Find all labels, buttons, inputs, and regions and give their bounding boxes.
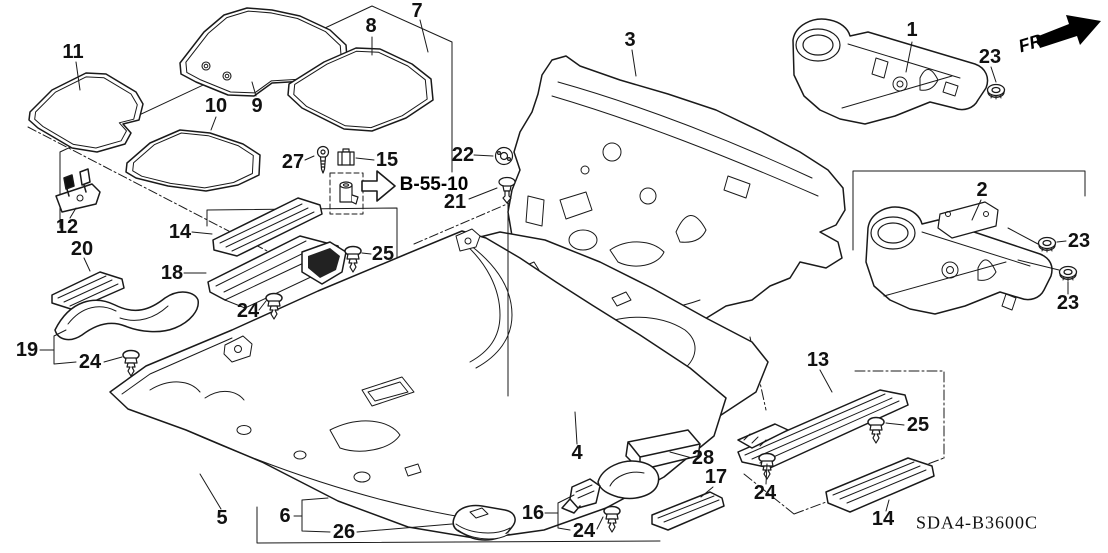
diagram-code: SDA4-B3600C bbox=[915, 512, 1039, 533]
ref-clip-icon bbox=[339, 181, 359, 205]
kick-garnish-19 bbox=[54, 291, 199, 341]
grommet-23a-icon bbox=[986, 83, 1006, 100]
ref-arrow-icon bbox=[361, 170, 396, 202]
part-label-20: 20 bbox=[70, 238, 94, 260]
sill-garnishes bbox=[51, 168, 935, 541]
grommet-23c-icon bbox=[1058, 265, 1078, 282]
sill-13-end bbox=[737, 423, 789, 449]
part-label-7: 7 bbox=[411, 0, 423, 22]
part-label-22: 22 bbox=[451, 144, 475, 166]
part-label-8: 8 bbox=[365, 15, 377, 37]
part-label-23-c: 23 bbox=[1056, 292, 1080, 314]
part-label-25-a: 25 bbox=[371, 243, 395, 265]
part-label-14-a: 14 bbox=[168, 221, 192, 243]
trim-strip-17 bbox=[651, 491, 725, 531]
step-garnish-14-rear bbox=[825, 457, 935, 513]
fr-arrow-icon bbox=[1036, 15, 1101, 48]
part-label-13: 13 bbox=[806, 349, 830, 371]
rear-panel-1 bbox=[792, 18, 989, 125]
clip-24c-icon bbox=[603, 505, 621, 533]
part-label-15: 15 bbox=[375, 149, 399, 171]
part-label-24-d: 24 bbox=[753, 482, 777, 504]
part-label-27: 27 bbox=[281, 151, 305, 173]
clip-22-icon bbox=[494, 146, 514, 166]
part-label-3: 3 bbox=[624, 29, 636, 51]
leader-lines bbox=[39, 19, 1069, 533]
part-label-24-c: 24 bbox=[572, 520, 596, 542]
clip-25a-icon bbox=[344, 245, 362, 273]
part-label-26: 26 bbox=[332, 521, 356, 543]
part-label-9: 9 bbox=[251, 95, 263, 117]
part-label-28: 28 bbox=[691, 447, 715, 469]
part-label-11: 11 bbox=[62, 41, 84, 63]
clip-25b-icon bbox=[867, 416, 885, 444]
part-label-18: 18 bbox=[160, 262, 184, 284]
part-label-5: 5 bbox=[216, 507, 228, 529]
part-label-12: 12 bbox=[55, 216, 79, 238]
foot-pad-26 bbox=[452, 504, 516, 541]
floor-carpet bbox=[109, 228, 727, 540]
part-label-25-b: 25 bbox=[906, 414, 930, 436]
part-label-21: 21 bbox=[443, 191, 467, 213]
part-label-23-b: 23 bbox=[1067, 230, 1091, 252]
screw-27-icon bbox=[316, 145, 330, 174]
part-label-14-b: 14 bbox=[871, 508, 895, 530]
part-label-6: 6 bbox=[279, 505, 291, 527]
duct-16 bbox=[561, 460, 660, 514]
part-label-17: 17 bbox=[704, 466, 728, 488]
part-label-10: 10 bbox=[204, 95, 228, 117]
grommet-23b-icon bbox=[1037, 236, 1057, 253]
part-label-1: 1 bbox=[906, 19, 918, 41]
floor-mat-set bbox=[28, 7, 434, 192]
ref-code-label: B-55-10 bbox=[399, 174, 469, 195]
spacer-block-28 bbox=[625, 429, 701, 471]
part-label-2: 2 bbox=[976, 179, 988, 201]
part-label-16: 16 bbox=[521, 502, 545, 524]
part-label-24-b: 24 bbox=[78, 351, 102, 373]
part-label-23-a: 23 bbox=[978, 46, 1002, 68]
part-label-24-a: 24 bbox=[236, 300, 260, 322]
part-label-19: 19 bbox=[15, 339, 39, 361]
rear-panel-2 bbox=[865, 201, 1053, 315]
bracket-12-hooks bbox=[63, 174, 75, 190]
part-label-4: 4 bbox=[571, 442, 583, 464]
clip-15-icon bbox=[337, 148, 355, 166]
